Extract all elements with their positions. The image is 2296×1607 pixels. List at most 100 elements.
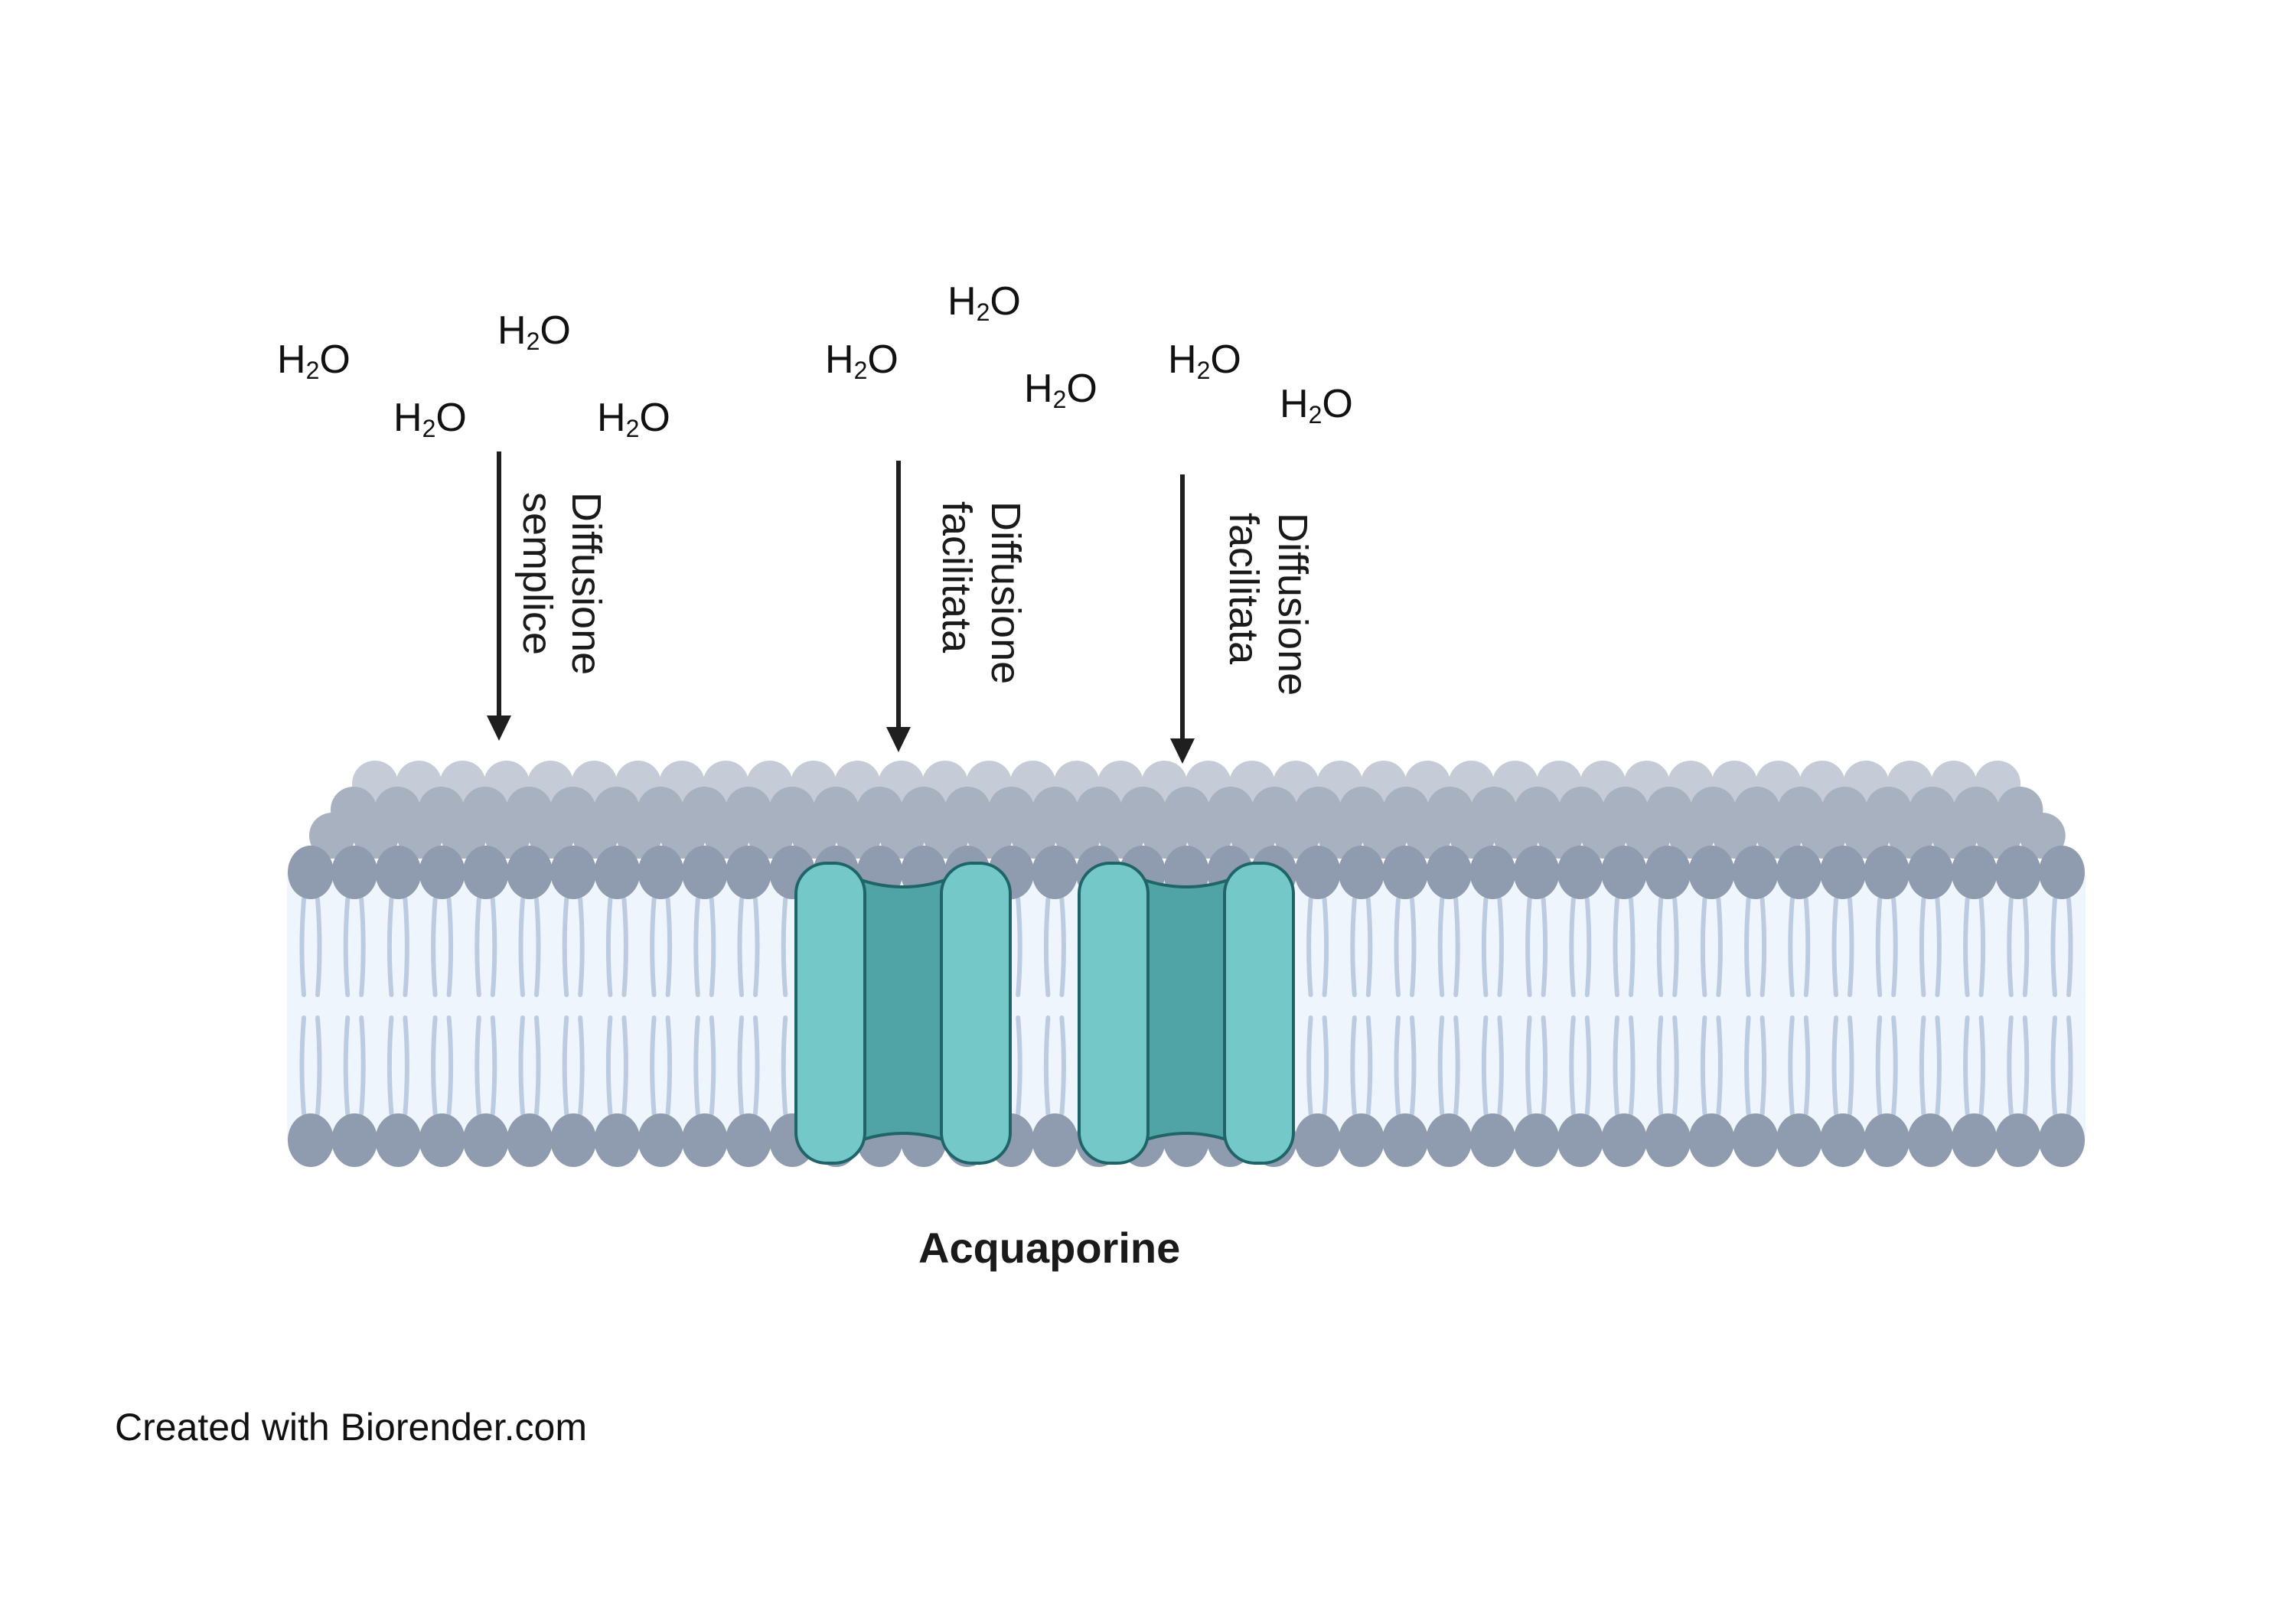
lipid-tail	[2050, 897, 2057, 997]
channel-subunit-left	[794, 862, 866, 1165]
lipid-tail	[1410, 897, 1417, 997]
lipid-tail	[315, 897, 322, 997]
lipid-tail	[1672, 897, 1679, 997]
lipid-head	[748, 813, 794, 859]
channel-subunit-left	[1078, 862, 1150, 1165]
water-molecule: H2O	[1280, 384, 1353, 427]
lipid-tail	[490, 1015, 497, 1116]
lipid-head	[1426, 1113, 1473, 1167]
lipid-head	[1732, 846, 1779, 899]
lipid-tail	[1629, 897, 1636, 997]
lipid-head	[1557, 846, 1603, 899]
lipid-head	[1230, 813, 1277, 859]
lipid-head	[681, 1113, 728, 1167]
lipid-tail	[693, 897, 700, 997]
lipid-head	[638, 846, 684, 899]
lipid-tail	[1700, 1015, 1707, 1116]
water-subscript: 2	[422, 415, 436, 442]
lipid-tail	[650, 897, 657, 997]
lipid-tail	[534, 1015, 541, 1116]
water-subscript: 2	[1308, 401, 1322, 429]
lipid-head	[616, 813, 663, 859]
lipid-tail	[2022, 1015, 2030, 1116]
lipid-tail	[1365, 897, 1373, 997]
lipid-head	[1625, 813, 1671, 859]
lipid-head	[1032, 1113, 1078, 1167]
lipid-tail	[1394, 897, 1401, 997]
lipid-head	[879, 813, 925, 859]
water-subscript: 2	[526, 328, 540, 355]
lipid-tail	[386, 1015, 394, 1116]
lipid-head	[1994, 1113, 2041, 1167]
water-molecule: H2O	[825, 340, 899, 383]
lipid-tail	[1569, 1015, 1576, 1116]
lipid-tail	[1891, 1015, 1898, 1116]
lipid-tail	[1613, 897, 1619, 997]
water-molecule: H2O	[393, 398, 467, 441]
lipid-head	[660, 813, 706, 859]
lipid-tail	[1043, 1015, 1051, 1116]
label-line: facilitata	[934, 501, 980, 654]
lipid-tail	[1525, 1015, 1532, 1116]
lipid-head	[1186, 813, 1232, 859]
label-line: semplice	[514, 492, 560, 656]
lipid-head	[1668, 813, 1715, 859]
lipid-tail	[2022, 897, 2030, 997]
lipid-head	[1732, 1113, 1779, 1167]
lipid-head	[462, 846, 509, 899]
lipid-tail	[605, 1015, 613, 1116]
lipid-heads-middle-row-2	[309, 813, 2066, 859]
lipid-head	[375, 1113, 422, 1167]
lipid-head	[288, 1113, 334, 1167]
lipid-tails	[299, 897, 2073, 1116]
lipid-tail	[665, 897, 673, 997]
lipid-head	[1645, 846, 1691, 899]
lipid-head	[572, 813, 618, 859]
lipid-tail	[1803, 897, 1811, 997]
water-symbol: O	[867, 337, 899, 382]
water-molecule: H2O	[497, 311, 571, 354]
credit-text: Created with Biorender.com	[115, 1406, 587, 1449]
lipid-tail	[1963, 897, 1970, 997]
lipid-head	[2039, 1113, 2085, 1167]
water-subscript: 2	[1052, 386, 1067, 413]
lipid-head	[550, 846, 597, 899]
lipid-tail	[359, 1015, 366, 1116]
lipid-head	[726, 846, 771, 899]
lipid-head	[1756, 813, 1802, 859]
lipid-tail	[605, 897, 613, 997]
lipid-head	[1776, 1113, 1822, 1167]
lipid-head	[1580, 813, 1627, 859]
lipid-head	[1513, 1113, 1560, 1167]
water-symbol: O	[435, 396, 467, 440]
lipid-tail	[1569, 897, 1576, 997]
label-line: facilitata	[1221, 513, 1267, 665]
lipid-tail	[1016, 1015, 1022, 1116]
water-subscript: 2	[305, 357, 320, 384]
lipid-tail	[1306, 897, 1313, 997]
lipid-tail	[1875, 897, 1883, 997]
lipid-tail	[709, 897, 716, 997]
lipid-head	[331, 846, 378, 899]
lipid-tail	[1453, 1015, 1460, 1116]
water-symbol: O	[639, 396, 670, 440]
water-symbol: H	[1024, 367, 1053, 411]
water-molecule: H2O	[597, 398, 670, 441]
lipid-head	[1142, 813, 1189, 859]
lipid-tail	[1716, 1015, 1723, 1116]
lipid-tail	[1322, 1015, 1329, 1116]
water-symbol: H	[947, 279, 977, 324]
water-subscript: 2	[976, 298, 990, 326]
lipid-head	[1405, 813, 1452, 859]
arrow-simple-diffusion	[487, 451, 511, 741]
lipid-head	[1338, 846, 1384, 899]
lipid-head	[1907, 846, 1954, 899]
channel-pore	[1143, 878, 1230, 1143]
lipid-tail	[1437, 1015, 1445, 1116]
lipid-tail	[1541, 1015, 1548, 1116]
lipid-tail	[386, 897, 394, 997]
lipid-tail	[1744, 1015, 1751, 1116]
lipid-tail	[299, 1015, 306, 1116]
lipid-tail	[431, 897, 438, 997]
lipid-tail	[1497, 897, 1504, 997]
